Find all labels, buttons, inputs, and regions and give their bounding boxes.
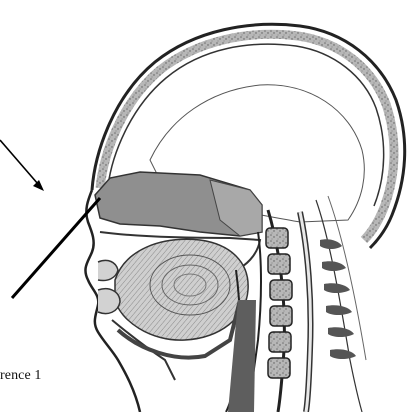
- spinous-processes: [316, 196, 366, 412]
- tongue: [115, 239, 248, 340]
- figure-caption: rence 1: [0, 368, 42, 384]
- cervical-spine: [266, 210, 292, 412]
- pointer-line-lower: [12, 198, 100, 298]
- pointer-arrow-upper: [0, 140, 44, 191]
